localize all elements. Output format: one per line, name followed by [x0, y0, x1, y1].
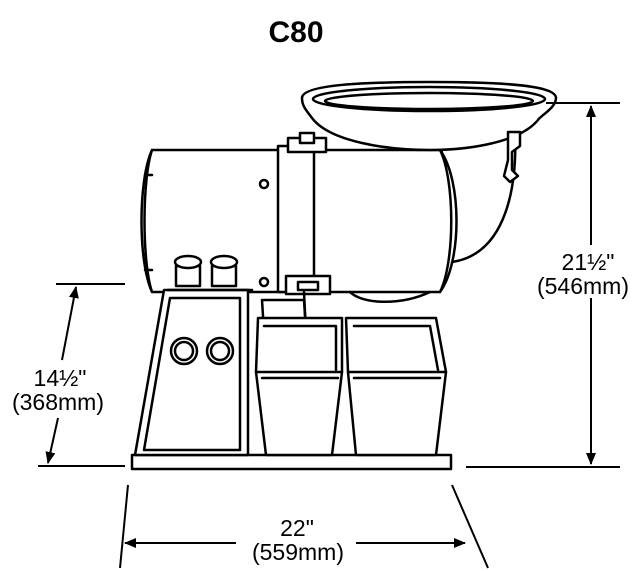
- height-base-arrow-down: [45, 417, 59, 464]
- height-base-metric: (368mm): [12, 389, 104, 415]
- height-total-imperial: 21½": [562, 249, 615, 275]
- right-bin: [344, 316, 448, 457]
- width-ext-left: [119, 484, 129, 569]
- base-plate: [130, 453, 453, 471]
- machine-illustration: [130, 80, 558, 471]
- cylinder-end-cap: [143, 148, 154, 294]
- control-panel: [133, 288, 250, 457]
- drawing-title: C80: [268, 16, 323, 49]
- width-ext-right: [451, 484, 489, 569]
- bolt: [258, 276, 270, 288]
- strap-band: [276, 144, 316, 294]
- height-total-metric: (546mm): [537, 273, 629, 299]
- bolt: [258, 178, 270, 190]
- bowl-latch: [502, 130, 522, 184]
- dimension-lines: [38, 102, 620, 569]
- height-base-arrow-up: [61, 286, 79, 361]
- width-imperial: 22": [280, 515, 314, 541]
- height-base-imperial: 14½": [34, 365, 87, 391]
- width-metric: (559mm): [252, 539, 344, 565]
- hopper-rim: [311, 85, 547, 113]
- left-bin: [254, 316, 344, 457]
